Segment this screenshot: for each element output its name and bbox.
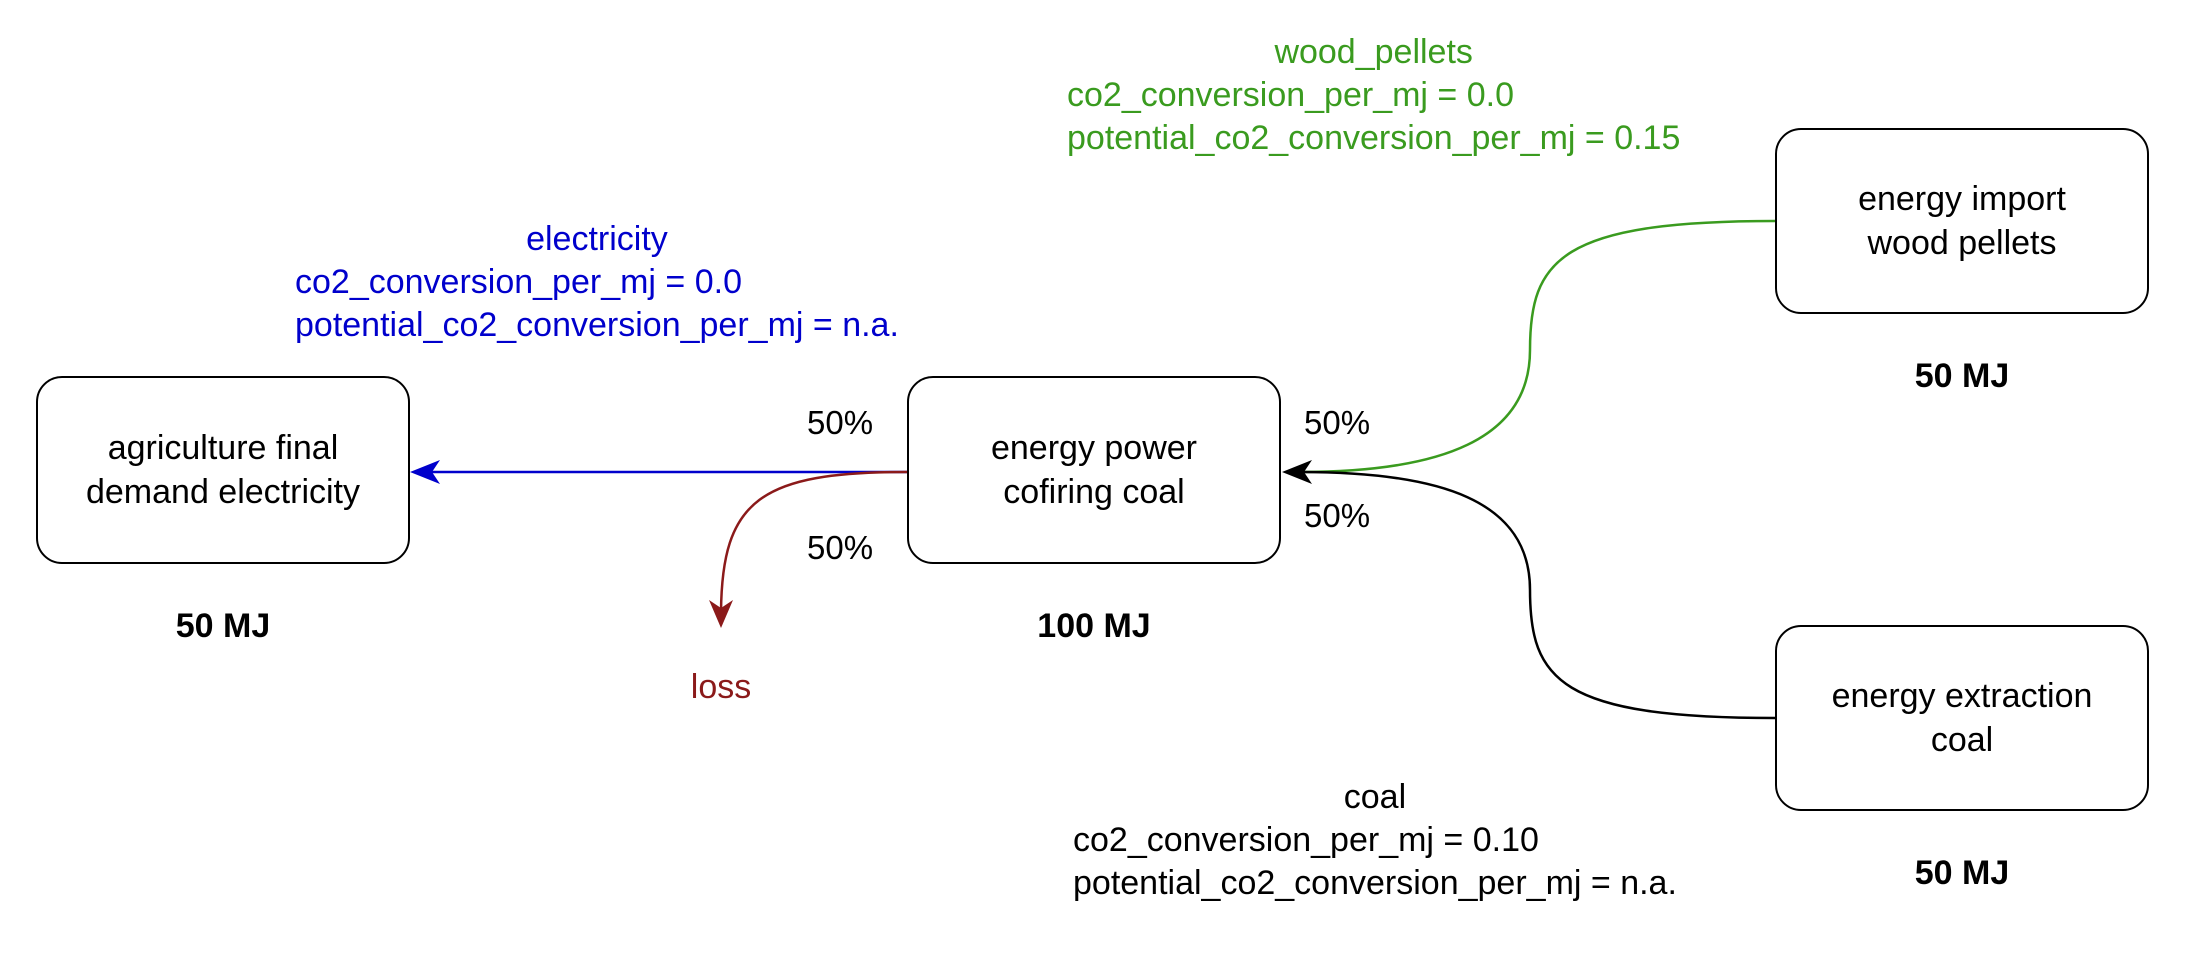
- electricity-potential-co2: potential_co2_conversion_per_mj = n.a.: [295, 306, 899, 344]
- loss-label: loss: [690, 668, 752, 706]
- cofiring-amount: 100 MJ: [1037, 607, 1151, 645]
- cofiring-input-arrowhead: [1282, 460, 1312, 484]
- electricity-co2: co2_conversion_per_mj = 0.0: [295, 263, 742, 301]
- coal-input-share: 50%: [1304, 497, 1371, 534]
- wood-import-amount: 50 MJ: [1914, 357, 2010, 395]
- coal-carrier-name: coal: [1343, 778, 1407, 816]
- loss-share: 50%: [807, 529, 874, 566]
- agriculture-final-demand-node[interactable]: agriculture final demand electricity: [36, 376, 410, 564]
- loss-edge: [719, 470, 908, 613]
- coal-edge: [1299, 470, 1776, 720]
- agriculture-amount: 50 MJ: [175, 607, 271, 645]
- wood-pellets-import-node[interactable]: energy import wood pellets: [1775, 128, 2149, 314]
- wood-pellets-co2: co2_conversion_per_mj = 0.0: [1067, 76, 1514, 114]
- coal-potential-co2: potential_co2_conversion_per_mj = n.a.: [1073, 864, 1677, 902]
- electricity-arrowhead: [410, 460, 440, 484]
- agriculture-node-label: agriculture final demand electricity: [85, 429, 360, 511]
- loss-arrowhead: [709, 600, 733, 628]
- cofiring-coal-node[interactable]: energy power cofiring coal: [907, 376, 1281, 564]
- coal-carrier-label: coal co2_conversion_per_mj = 0.10 potent…: [1073, 776, 1677, 905]
- electricity-carrier-label: electricity co2_conversion_per_mj = 0.0 …: [295, 218, 899, 347]
- cofiring-node-label: energy power cofiring coal: [990, 429, 1197, 511]
- coal-extraction-amount: 50 MJ: [1914, 854, 2010, 892]
- coal-extraction-node[interactable]: energy extraction coal: [1775, 625, 2149, 811]
- coal-extraction-node-label: energy extraction coal: [1831, 677, 2093, 759]
- electricity-carrier-name: electricity: [526, 220, 668, 258]
- wood-pellets-carrier-name: wood_pellets: [1274, 33, 1473, 71]
- electricity-share: 50%: [807, 404, 874, 441]
- wood-pellets-potential-co2: potential_co2_conversion_per_mj = 0.15: [1067, 119, 1681, 157]
- wood-import-node-label: energy import wood pellets: [1858, 180, 2066, 262]
- wood-pellets-carrier-label: wood_pellets co2_conversion_per_mj = 0.0…: [1067, 31, 1680, 160]
- wood-pellets-edge: [1299, 219, 1776, 474]
- coal-co2: co2_conversion_per_mj = 0.10: [1073, 821, 1539, 859]
- wood-input-share: 50%: [1304, 404, 1371, 441]
